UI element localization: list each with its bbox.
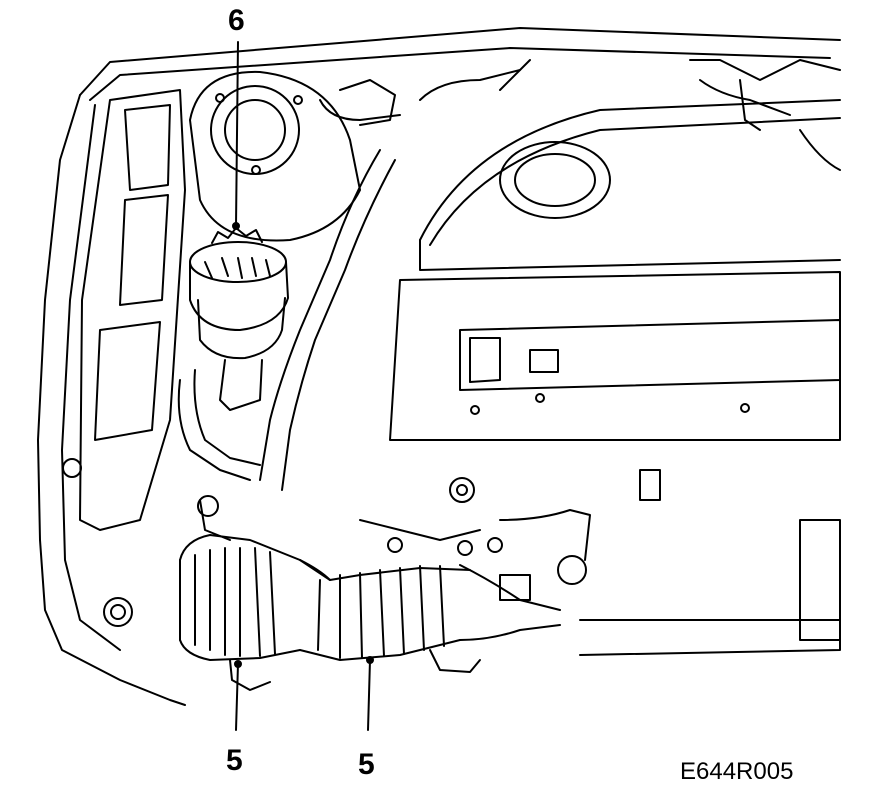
- callout-5-right: 5: [358, 748, 375, 781]
- callout-6: 6: [228, 4, 245, 37]
- engine-block: [389, 99, 841, 641]
- reservoir-cap: [189, 227, 289, 411]
- leader-dot-6: [232, 222, 240, 230]
- leader-lines: [232, 41, 374, 731]
- callout-5-left: 5: [226, 744, 243, 777]
- body-outline: [37, 27, 841, 706]
- coolant-hose: [177, 149, 396, 491]
- leader-line-5a: [235, 663, 239, 731]
- left-panel: [62, 89, 186, 627]
- figure-reference-code: E644R005: [680, 758, 794, 785]
- leader-dot-5b: [366, 656, 374, 664]
- top-hoses: [319, 59, 841, 171]
- air-intake-duct: [179, 534, 841, 691]
- leader-line-5b: [367, 659, 371, 731]
- leader-line-6: [235, 41, 239, 227]
- lower-brackets: [197, 495, 591, 673]
- leader-dot-5a: [234, 660, 242, 668]
- strut-tower: [189, 70, 361, 242]
